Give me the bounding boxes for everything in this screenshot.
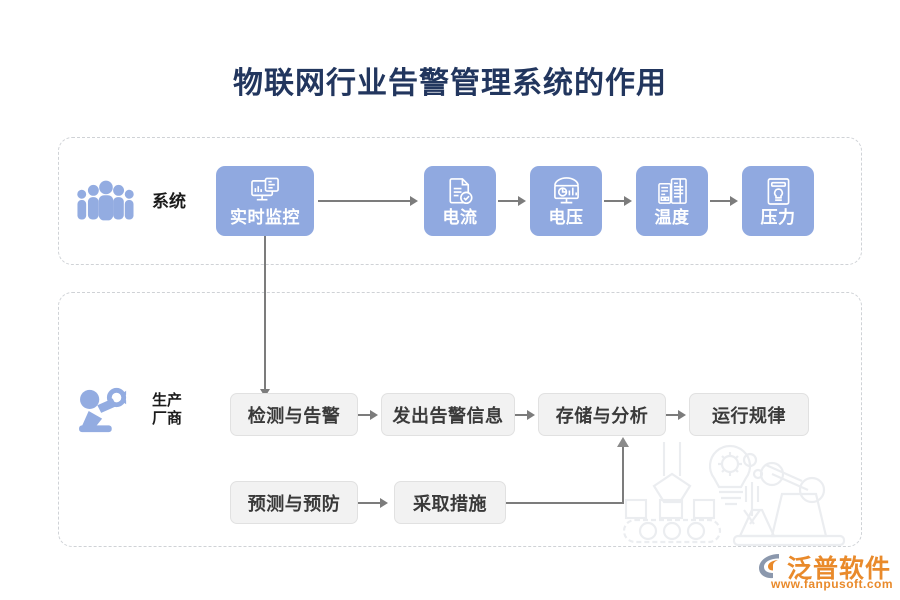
node-detect-and-alarm[interactable]: 检测与告警 [230, 393, 358, 436]
fanpu-logo: 泛普软件 www.fanpusoft.com [757, 550, 897, 594]
screen-chart-icon [550, 176, 582, 206]
node-store-and-analyze[interactable]: 存储与分析 [538, 393, 666, 436]
row-label-producer-text: 生产 厂商 [152, 392, 183, 427]
node-take-measures[interactable]: 采取措施 [394, 481, 506, 524]
node-realtime-monitoring[interactable]: 实时监控 [216, 166, 314, 236]
logo-url-text: www.fanpusoft.com [771, 577, 894, 591]
panel-producer [58, 292, 862, 547]
logo-brand-text: 泛普软件 [787, 555, 892, 583]
node-operation-pattern[interactable]: 运行规律 [689, 393, 809, 436]
row-label-system-text: 系统 [152, 191, 186, 211]
node-send-alarm-info[interactable]: 发出告警信息 [381, 393, 515, 436]
page-title: 物联网行业告警管理系统的作用 [233, 67, 667, 100]
node-label: 电压 [548, 208, 584, 227]
monitor-dashboard-icon [249, 176, 281, 206]
panel-system [58, 137, 862, 265]
node-pressure[interactable]: 压力 [742, 166, 814, 236]
node-temperature[interactable]: 温度 [636, 166, 708, 236]
node-label: 实时监控 [230, 208, 300, 227]
robot-arm-icon [72, 382, 138, 438]
node-current[interactable]: 电流 [424, 166, 496, 236]
control-panel-icon [656, 176, 688, 206]
node-predict-and-prevent[interactable]: 预测与预防 [230, 481, 358, 524]
node-label: 压力 [760, 208, 796, 227]
row-label-system: 系统 [72, 174, 186, 230]
gauge-meter-icon [762, 176, 794, 206]
node-label: 温度 [654, 208, 690, 227]
people-group-icon [72, 174, 138, 230]
node-voltage[interactable]: 电压 [530, 166, 602, 236]
industrial-automation-watermark [622, 442, 846, 547]
row-label-producer: 生产 厂商 [72, 382, 182, 438]
node-label: 电流 [442, 208, 478, 227]
fanpu-swoosh-icon [759, 554, 779, 579]
document-check-icon [444, 176, 476, 206]
